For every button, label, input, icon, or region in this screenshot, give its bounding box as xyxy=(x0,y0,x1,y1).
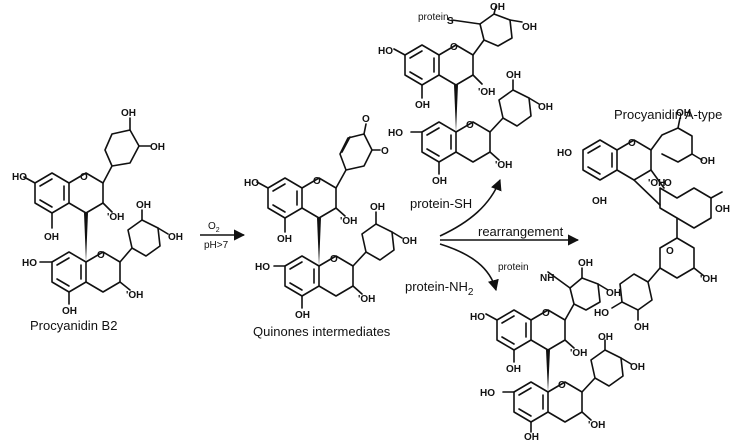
o2-label: O2 xyxy=(208,221,220,234)
pn-o-1: O xyxy=(542,308,550,319)
ps-oh-2: OH xyxy=(522,22,537,33)
pa-o-3: O xyxy=(666,246,674,257)
pn-ho-1: HO xyxy=(470,312,485,323)
b2-oh-4: OH xyxy=(44,232,59,243)
quinone-structure xyxy=(256,123,403,309)
nh-atom: NH xyxy=(540,273,554,284)
pn-oh-7: OH xyxy=(524,432,539,441)
procyanidin-b2-label: Procyanidin B2 xyxy=(30,318,117,333)
b2-oh-3: 'OH xyxy=(107,212,124,223)
b2-ho-2: HO xyxy=(22,258,37,269)
protein-nh-adduct-structure xyxy=(485,267,632,433)
protein-s-label: protein xyxy=(418,12,449,23)
q-ho-2: HO xyxy=(255,262,270,273)
b2-o-2: O xyxy=(97,250,105,261)
ps-oh-1: OH xyxy=(490,2,505,13)
s-atom: S xyxy=(447,16,454,27)
pa-oh-2: OH xyxy=(700,156,715,167)
ps-oh-3: 'OH xyxy=(478,87,495,98)
pn-ho-2: HO xyxy=(480,388,495,399)
b2-oh-7: OH xyxy=(62,306,77,317)
pn-oh-1: OH xyxy=(578,258,593,269)
rearrangement-label: rearrangement xyxy=(478,224,564,239)
pa-oh-5: OH xyxy=(715,204,730,215)
ps-oh-6: OH xyxy=(538,102,553,113)
quinones-label: Quinones intermediates xyxy=(253,324,391,339)
q-oh-1: 'OH xyxy=(340,216,357,227)
pa-oh-4: OH xyxy=(592,196,607,207)
q-o-1: O xyxy=(313,176,321,187)
b2-oh-8: 'OH xyxy=(126,290,143,301)
protein-nh2-label: protein-NH2 xyxy=(405,279,474,298)
pn-oh-5: OH xyxy=(598,332,613,343)
ps-o-1: O xyxy=(450,42,458,53)
pa-oh-1: OH xyxy=(676,108,691,119)
ps-oh-8: 'OH xyxy=(495,160,512,171)
ps-oh-5: OH xyxy=(506,70,521,81)
pa-oh-3: 'OH xyxy=(648,178,665,189)
q-oh-4: OH xyxy=(402,236,417,247)
ps-oh-4: OH xyxy=(415,100,430,111)
pn-oh-8: 'OH xyxy=(588,420,605,431)
protein-nh-label: protein xyxy=(498,262,529,273)
pn-oh-3: 'OH xyxy=(570,348,587,359)
protein-nh2-arrow xyxy=(439,243,499,292)
ps-o-2: O xyxy=(466,120,474,131)
q-o-4: O xyxy=(330,254,338,265)
pn-oh-4: OH xyxy=(506,364,521,375)
b2-oh-5: OH xyxy=(136,200,151,211)
pa-ho-1: HO xyxy=(557,148,572,159)
b2-oh-2: OH xyxy=(150,142,165,153)
procyanidin-a-label: Procyanidin A-type xyxy=(614,107,722,122)
pa-oh-6: 'OH xyxy=(700,274,717,285)
q-o-2: O xyxy=(362,114,370,125)
q-oh-5: OH xyxy=(295,310,310,321)
q-oh-2: OH xyxy=(277,234,292,245)
procyanidin-b2-structure xyxy=(23,117,169,305)
pn-oh-6: OH xyxy=(630,362,645,373)
q-oh-3: OH xyxy=(370,202,385,213)
pa-o-1: O xyxy=(628,138,636,149)
pa-ho-2: HO xyxy=(594,308,609,319)
ps-ho-1: HO xyxy=(378,46,393,57)
b2-ho-1: HO xyxy=(12,172,27,183)
protein-sh-arrow xyxy=(439,178,502,237)
ps-oh-7: OH xyxy=(432,176,447,187)
q-o-3: O xyxy=(381,146,389,157)
q-oh-6: 'OH xyxy=(358,294,375,305)
q-ho-1: HO xyxy=(244,178,259,189)
b2-oh-6: OH xyxy=(168,232,183,243)
pn-oh-2: OH xyxy=(606,288,621,299)
protein-sh-label: protein-SH xyxy=(410,196,472,211)
ph-label: pH>7 xyxy=(204,240,229,251)
pn-o-2: O xyxy=(558,380,566,391)
procyanidin-a-structure xyxy=(582,117,723,321)
pa-o-2: O xyxy=(664,178,672,189)
protein-s-adduct-structure xyxy=(393,5,540,175)
ps-ho-2: HO xyxy=(388,128,403,139)
b2-oh-1: OH xyxy=(121,108,136,119)
pa-oh-7: OH xyxy=(634,322,649,333)
b2-o-1: O xyxy=(80,172,88,183)
